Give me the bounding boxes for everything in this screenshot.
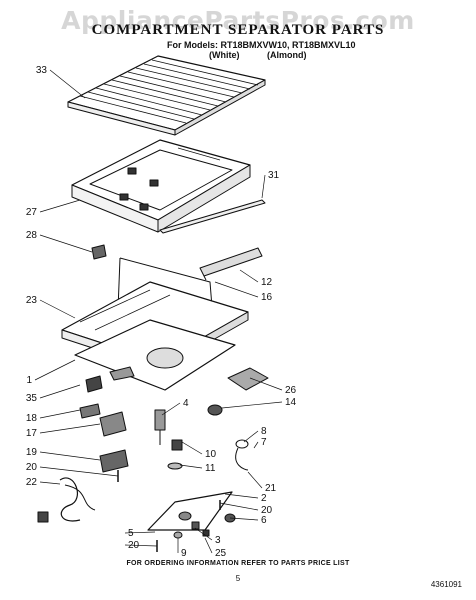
callout-leader-12 xyxy=(239,269,259,283)
ordering-footer-note: FOR ORDERING INFORMATION REFER TO PARTS … xyxy=(126,560,350,567)
part-10-knob xyxy=(171,439,183,451)
callout-leader-3 xyxy=(194,527,213,541)
part-28-block xyxy=(91,244,107,260)
callout-leader-20 xyxy=(39,466,119,477)
part-12-rail xyxy=(199,247,263,281)
callout-label-9: 9 xyxy=(181,548,187,559)
callout-label-16: 16 xyxy=(261,292,273,303)
callout-leader-31 xyxy=(261,174,266,199)
callout-leader-27 xyxy=(39,199,81,213)
callout-leader-2 xyxy=(224,493,259,499)
watermark: AppliancePartsPros.com xyxy=(61,6,415,35)
part-3-clip xyxy=(191,521,200,530)
part-26-pad xyxy=(227,367,269,391)
callout-label-5: 5 xyxy=(128,528,134,539)
part-2-cover xyxy=(147,491,233,531)
callout-leader-5 xyxy=(124,531,156,534)
callout-label-8: 8 xyxy=(261,426,267,437)
callout-label-35: 35 xyxy=(26,393,38,404)
callout-leader-26 xyxy=(249,377,283,391)
callout-leader-14 xyxy=(221,401,283,409)
callout-label-14: 14 xyxy=(285,397,297,408)
part-31-strip xyxy=(159,199,266,234)
callout-leader-20 xyxy=(219,502,259,511)
callout-label-33: 33 xyxy=(36,65,48,76)
callout-leader-23 xyxy=(39,299,76,319)
part-14-grommet xyxy=(207,404,223,416)
callout-label-7: 7 xyxy=(261,437,267,448)
part-1-housing xyxy=(74,319,236,391)
part-11-washer xyxy=(167,462,183,470)
callout-leader-33 xyxy=(49,69,86,99)
part-4-damper xyxy=(154,409,166,445)
callout-leader-1 xyxy=(34,359,76,381)
callout-leader-20 xyxy=(124,544,158,547)
callout-leader-6 xyxy=(229,517,259,521)
part-21-socket-wire xyxy=(235,447,249,471)
color-white-label: (White) xyxy=(209,50,240,60)
callout-leader-18 xyxy=(39,409,81,419)
page-title: COMPARTMENT SEPARATOR PARTS xyxy=(91,22,385,38)
color-almond-label: (Almond) xyxy=(267,50,307,60)
callout-label-2: 2 xyxy=(261,493,267,504)
part-33-shelf-grille xyxy=(67,55,266,136)
callout-leader-8 xyxy=(243,430,259,443)
callout-label-26: 26 xyxy=(285,385,297,396)
part-17-control-housing xyxy=(99,411,127,437)
part-18-bracket xyxy=(79,403,101,419)
callout-label-17: 17 xyxy=(26,428,38,439)
part-8-bulb xyxy=(235,439,249,449)
part-19-control-assembly xyxy=(99,449,129,473)
callout-label-19: 19 xyxy=(26,447,38,458)
callout-label-1: 1 xyxy=(26,375,32,386)
document-number: 4361091 xyxy=(430,580,462,589)
callout-label-11: 11 xyxy=(205,463,216,474)
part-9-washer xyxy=(173,531,183,539)
part-35-switch xyxy=(85,375,103,393)
callout-label-22: 22 xyxy=(26,477,38,488)
models-line: For Models: RT18BMXVW10, RT18BMXVL10 xyxy=(167,40,356,50)
callout-leader-22 xyxy=(39,481,61,485)
callout-label-10: 10 xyxy=(205,449,217,460)
callout-label-12: 12 xyxy=(261,277,273,288)
callout-label-18: 18 xyxy=(26,413,38,424)
callout-leader-19 xyxy=(39,451,101,461)
callout-label-25: 25 xyxy=(215,548,227,559)
page-number: 5 xyxy=(235,574,241,583)
callout-label-4: 4 xyxy=(183,398,189,409)
callout-label-23: 23 xyxy=(26,295,38,306)
part-27-separator-frame xyxy=(71,139,251,233)
callout-label-6: 6 xyxy=(261,515,267,526)
callout-leader-25 xyxy=(204,537,213,554)
part-22-wire-harness xyxy=(37,477,96,523)
callout-leader-21 xyxy=(247,471,263,489)
callout-label-31: 31 xyxy=(268,170,280,181)
callout-label-28: 28 xyxy=(26,230,38,241)
callout-leader-28 xyxy=(39,234,93,253)
callout-label-27: 27 xyxy=(26,207,38,218)
callout-label-20: 20 xyxy=(128,540,140,551)
callout-leader-4 xyxy=(161,402,181,416)
callout-leader-35 xyxy=(39,384,81,399)
callout-leader-7 xyxy=(253,441,259,449)
callout-leader-16 xyxy=(214,281,259,298)
part-25-nut xyxy=(202,529,210,537)
callout-leader-10 xyxy=(181,441,203,455)
callout-label-20: 20 xyxy=(26,462,38,473)
callout-label-20: 20 xyxy=(261,505,273,516)
callout-label-3: 3 xyxy=(215,535,221,546)
callout-leader-17 xyxy=(39,423,101,434)
callout-label-21: 21 xyxy=(265,483,277,494)
callout-leader-11 xyxy=(179,464,203,469)
